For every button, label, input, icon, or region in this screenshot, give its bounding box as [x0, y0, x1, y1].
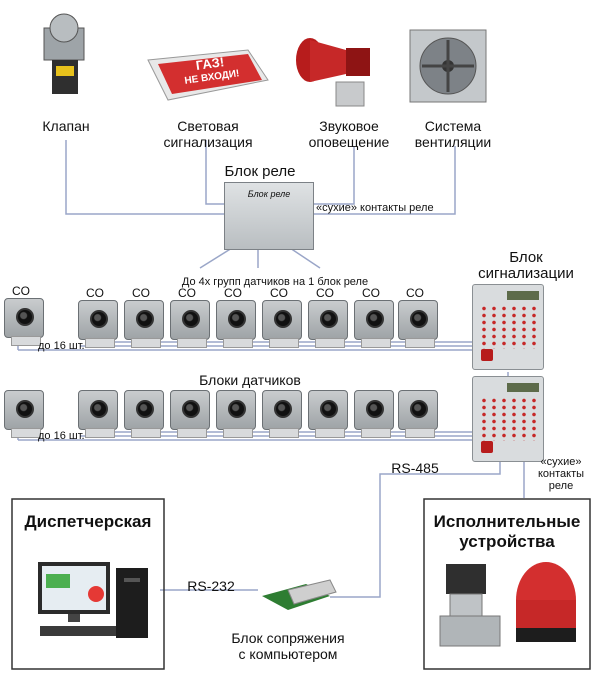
sensors-title: Блоки датчиков	[199, 372, 301, 388]
co-sensor	[262, 390, 302, 438]
sensor-label: CO	[362, 286, 380, 300]
co-sensor	[216, 390, 256, 438]
sensor-label: CO	[132, 286, 150, 300]
dispatch-title: Диспетчерская	[24, 512, 152, 531]
light-label: Световая сигнализация	[163, 118, 253, 150]
sensor-label: CO	[86, 286, 104, 300]
ventilation-label: Система вентиляции	[414, 118, 492, 150]
co-sensor	[124, 390, 164, 438]
groups-note: До 4х групп датчиков на 1 блок реле	[181, 276, 369, 288]
co-sensor	[354, 300, 394, 348]
signal-panel-1	[472, 284, 544, 370]
executive-title: Исполнительные устройства	[433, 512, 581, 551]
sensor-label: CO	[12, 284, 30, 298]
count-note-2: до 16 шт.	[38, 430, 85, 442]
co-sensor	[354, 390, 394, 438]
co-sensor	[124, 300, 164, 348]
sound-label: Звуковое оповещение	[308, 118, 390, 150]
dispatch-frame	[11, 498, 165, 670]
co-sensor	[216, 300, 256, 348]
sensor-label: CO	[224, 286, 242, 300]
co-sensor	[78, 390, 118, 438]
co-sensor	[398, 390, 438, 438]
co-sensor	[262, 300, 302, 348]
co-sensor	[4, 390, 44, 438]
dry-contacts-label: «сухие» контакты реле	[316, 202, 434, 214]
co-sensor	[4, 298, 44, 346]
signal-panel-2	[472, 376, 544, 462]
executive-frame	[423, 498, 591, 670]
signal-block-title: Блок сигнализации	[478, 249, 574, 282]
co-sensor	[170, 390, 210, 438]
dry-contacts-right: «сухие» контакты реле	[537, 456, 585, 492]
count-note-1: до 16 шт.	[38, 340, 85, 352]
relay-title: Блок реле	[224, 163, 296, 180]
sensor-label: CO	[316, 286, 334, 300]
rs232-label: RS-232	[187, 578, 235, 594]
relay-box: Блок реле	[224, 182, 314, 250]
co-sensor	[308, 300, 348, 348]
co-sensor	[308, 390, 348, 438]
interface-block-label: Блок сопряжения с компьютером	[231, 630, 345, 662]
rs485-label: RS-485	[391, 460, 439, 476]
co-sensor	[78, 300, 118, 348]
sensor-label: CO	[178, 286, 196, 300]
co-sensor	[170, 300, 210, 348]
sensor-label: CO	[406, 286, 424, 300]
valve-label: Клапан	[42, 118, 90, 134]
sensor-label: CO	[270, 286, 288, 300]
co-sensor	[398, 300, 438, 348]
relay-plate-label: Блок реле	[247, 189, 291, 199]
